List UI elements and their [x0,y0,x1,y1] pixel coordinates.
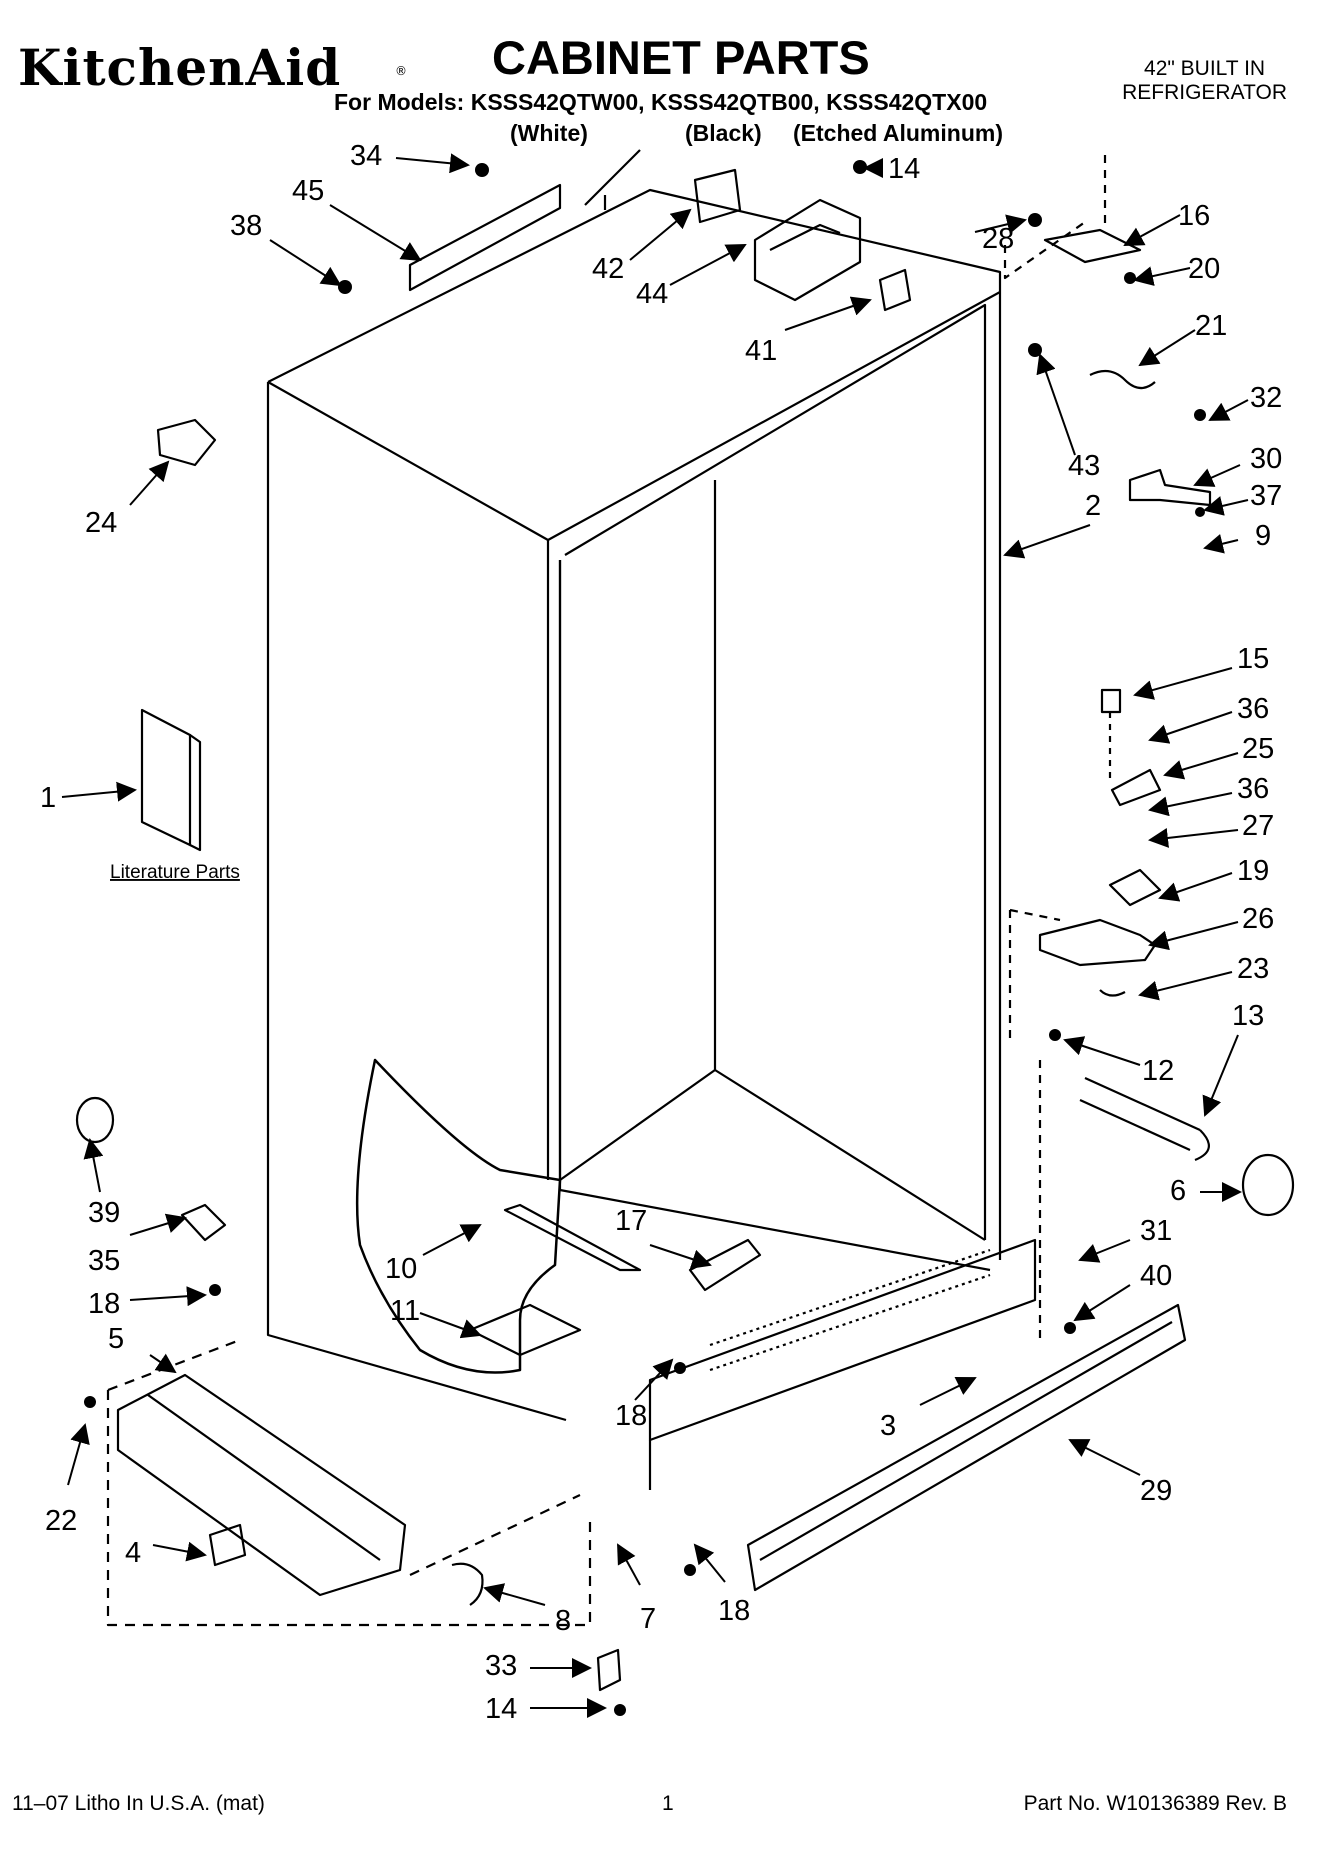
callout-label: 7 [640,1603,656,1635]
water-filter-13 [1038,1060,1210,1340]
callout-label: 36 [1237,773,1269,805]
brand-logo: KitchenAid [18,38,342,97]
callout-label: 41 [745,335,777,367]
part-41 [878,268,912,312]
callout-label: 19 [1237,855,1269,887]
callout-label: 3 [880,1410,896,1442]
callout-label: 40 [1140,1260,1172,1292]
registered-mark: ® [395,64,407,78]
callout-label: 27 [1242,810,1274,842]
callout-label: 4 [125,1537,141,1569]
footer-print-info: 11–07 Litho In U.S.A. (mat) [12,1792,265,1815]
leader-lines [61,153,1249,1718]
footer-page-number: 1 [662,1792,674,1815]
callout-label: 22 [45,1505,77,1537]
variant-white: (White) [510,120,588,146]
footer-part-number: Part No. W10136389 Rev. B [1023,1792,1287,1815]
callout-label: 24 [85,507,117,539]
bracket-30 [1128,468,1212,507]
bracket-17 [688,1238,762,1292]
part-33 [596,1648,622,1692]
part-39 [75,1096,115,1144]
callout-label: 21 [1195,310,1227,342]
bracket-44-detail [769,223,841,251]
callout-label: 38 [230,210,262,242]
hinge-mount-dashed [1003,219,1089,280]
callout-label: 39 [88,1197,120,1229]
callout-label: 2 [1085,490,1101,522]
roller-4 [208,1523,247,1567]
callout-label: 25 [1242,733,1274,765]
callout-label: 6 [1170,1175,1186,1207]
callout-label: 31 [1140,1215,1172,1247]
literature-booklet [140,708,202,852]
base-frame-outline [106,1338,592,1627]
top-rear-bracket [408,149,641,292]
callout-label: 42 [592,253,624,285]
callout-label: 23 [1237,953,1269,985]
cutaway-section [355,1058,562,1374]
callout-label: 29 [1140,1475,1172,1507]
drain-tube-8 [451,1562,484,1606]
callout-label: 14 [888,153,920,185]
hinge-16 [1043,228,1142,264]
callout-label: 15 [1237,643,1269,675]
callout-label: 5 [108,1323,124,1355]
callout-label: 16 [1178,200,1210,232]
callout-label: 18 [718,1595,750,1627]
callout-label: 35 [88,1245,120,1277]
callout-label: 11 [390,1295,420,1327]
callout-label: 13 [1232,1000,1264,1032]
callout-label: 9 [1255,520,1271,552]
bracket-44 [753,198,862,302]
callout-label: 26 [1242,903,1274,935]
callout-label: 37 [1250,480,1282,512]
callout-label: 12 [1142,1055,1174,1087]
callout-label: 20 [1188,253,1220,285]
callout-label: 36 [1237,693,1269,725]
tray-11 [468,1303,582,1357]
callout-label: 30 [1250,443,1282,475]
part-24 [156,418,217,467]
literature-parts-label: Literature Parts [110,862,240,883]
base-crossbar-5 [116,1373,407,1597]
kickplate-29 [746,1303,1187,1592]
callout-label: 18 [88,1288,120,1320]
callout-label: 45 [292,175,324,207]
callout-label: 17 [615,1205,647,1237]
product-type-line1: 42" BUILT IN [1144,57,1266,80]
base-grille-panel [648,1238,1037,1490]
callout-label: 44 [636,278,668,310]
models-line: For Models: KSSS42QTW00, KSSS42QTB00, KS… [334,89,988,115]
callout-label: 14 [485,1693,517,1725]
cabinet-shell [266,188,1002,1422]
product-type: 42" BUILT IN REFRIGERATOR [1122,57,1287,105]
callout-label: 10 [385,1253,417,1285]
callout-label: 28 [982,223,1014,255]
part-42 [693,168,742,224]
page-title: CABINET PARTS [492,31,870,84]
hinge-assembly-right [1008,688,1162,1040]
callout-label: 43 [1068,450,1100,482]
callout-label: 34 [350,140,382,172]
callout-label: 18 [615,1400,647,1432]
fastener-markers [84,160,1206,1716]
spring-21 [1089,369,1156,390]
callout-label: 32 [1250,382,1282,414]
variant-etched-aluminum: (Etched Aluminum) [793,120,1003,146]
callout-label: 1 [40,782,56,814]
part-35 [180,1203,227,1242]
variant-black: (Black) [685,120,762,146]
callout-labels: 34 45 38 42 44 41 14 28 16 20 21 43 32 3… [40,140,1282,1725]
bracket-10 [503,1203,642,1272]
filter-cap-6 [1241,1153,1295,1217]
product-type-line2: REFRIGERATOR [1122,81,1287,104]
callout-label: 33 [485,1650,517,1682]
callout-label: 8 [555,1605,571,1637]
